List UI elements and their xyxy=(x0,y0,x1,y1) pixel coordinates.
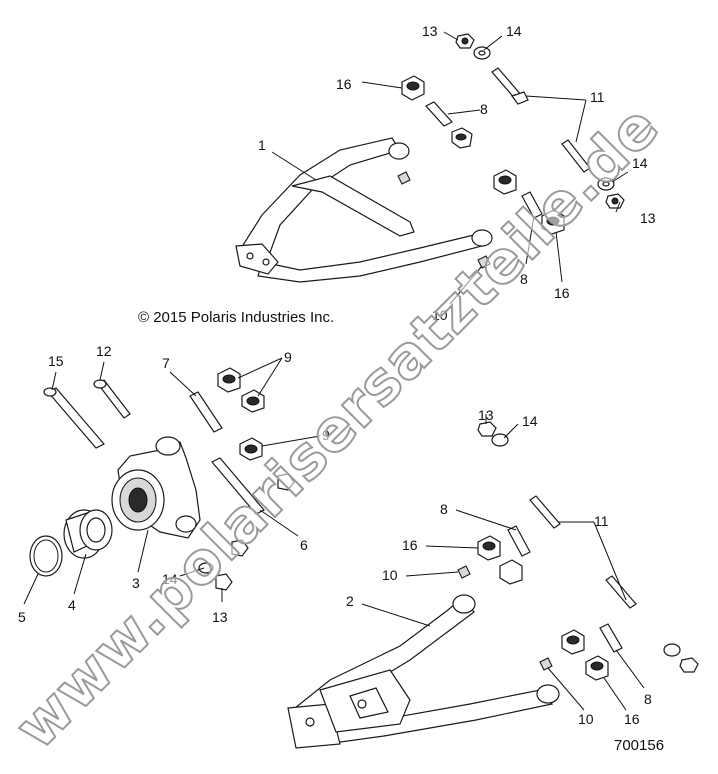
callout-16-d: 16 xyxy=(624,711,640,727)
callout-1: 1 xyxy=(258,137,266,153)
bolt-11-upper xyxy=(491,67,529,105)
washer-14-upper xyxy=(473,46,491,60)
callout-15: 15 xyxy=(48,353,64,369)
callout-16-c: 16 xyxy=(402,537,418,553)
callout-13-c: 13 xyxy=(212,609,228,625)
callout-10-a: 10 xyxy=(432,307,448,323)
lower-a-arm xyxy=(287,594,560,749)
callout-14-c: 14 xyxy=(162,571,178,587)
upper-a-arm xyxy=(235,137,493,283)
knuckle-hardware xyxy=(198,473,295,591)
callout-14-a: 14 xyxy=(506,23,522,39)
callout-16-a: 16 xyxy=(336,76,352,92)
callout-12: 12 xyxy=(96,343,112,359)
bolt-15 xyxy=(43,387,105,449)
bolt-11-upper-right xyxy=(561,139,591,173)
callout-8-d: 8 xyxy=(644,691,652,707)
callout-14-b: 14 xyxy=(632,155,648,171)
callout-8-b: 8 xyxy=(520,271,528,287)
drawing-number: 700156 xyxy=(614,737,664,754)
callout-9-a: 9 xyxy=(284,349,292,365)
callout-11-b: 11 xyxy=(594,513,609,529)
callout-8-a: 8 xyxy=(480,101,488,117)
callout-7: 7 xyxy=(162,355,170,371)
leader-lines xyxy=(23,31,645,711)
copyright-notice: © 2015 Polaris Industries Inc. xyxy=(138,309,334,326)
bushing-upper-2 xyxy=(451,127,473,149)
callout-14-d: 14 xyxy=(522,413,538,429)
callouts: 1 16 13 14 8 11 14 13 8 16 10 © 2015 Pol… xyxy=(18,23,664,754)
callout-10-b: 10 xyxy=(382,567,398,583)
sleeve-8-upper xyxy=(425,101,453,127)
knuckle-housing xyxy=(111,436,201,539)
callout-4: 4 xyxy=(68,597,76,613)
callout-13-d: 13 xyxy=(478,407,494,423)
lower-hardware xyxy=(457,421,699,681)
callout-3: 3 xyxy=(132,575,140,591)
bushing-16-right-2 xyxy=(541,209,565,235)
callout-13-b: 13 xyxy=(640,210,656,226)
callout-5: 5 xyxy=(18,609,26,625)
sleeve-7 xyxy=(189,391,223,433)
callout-11-a: 11 xyxy=(590,89,605,105)
sleeve-6 xyxy=(211,457,265,515)
callout-6: 6 xyxy=(300,537,308,553)
bushings-9 xyxy=(217,367,265,461)
nut-13-upper xyxy=(455,33,475,49)
zerk-10-upper xyxy=(397,171,491,269)
snap-ring xyxy=(29,535,63,577)
washer-14-right xyxy=(597,177,615,191)
callout-2: 2 xyxy=(346,593,354,609)
bolt-12 xyxy=(93,379,131,419)
sleeve-8-right xyxy=(521,191,543,219)
bushing-16-right xyxy=(493,169,517,195)
callout-10-c: 10 xyxy=(578,711,594,727)
callout-16-b: 16 xyxy=(554,285,570,301)
bushing-16-upper xyxy=(401,75,425,101)
callout-9-b: 9 xyxy=(322,427,330,443)
callout-13-a: 13 xyxy=(422,23,438,39)
callout-8-c: 8 xyxy=(440,501,448,517)
wheel-bearing xyxy=(63,509,113,559)
